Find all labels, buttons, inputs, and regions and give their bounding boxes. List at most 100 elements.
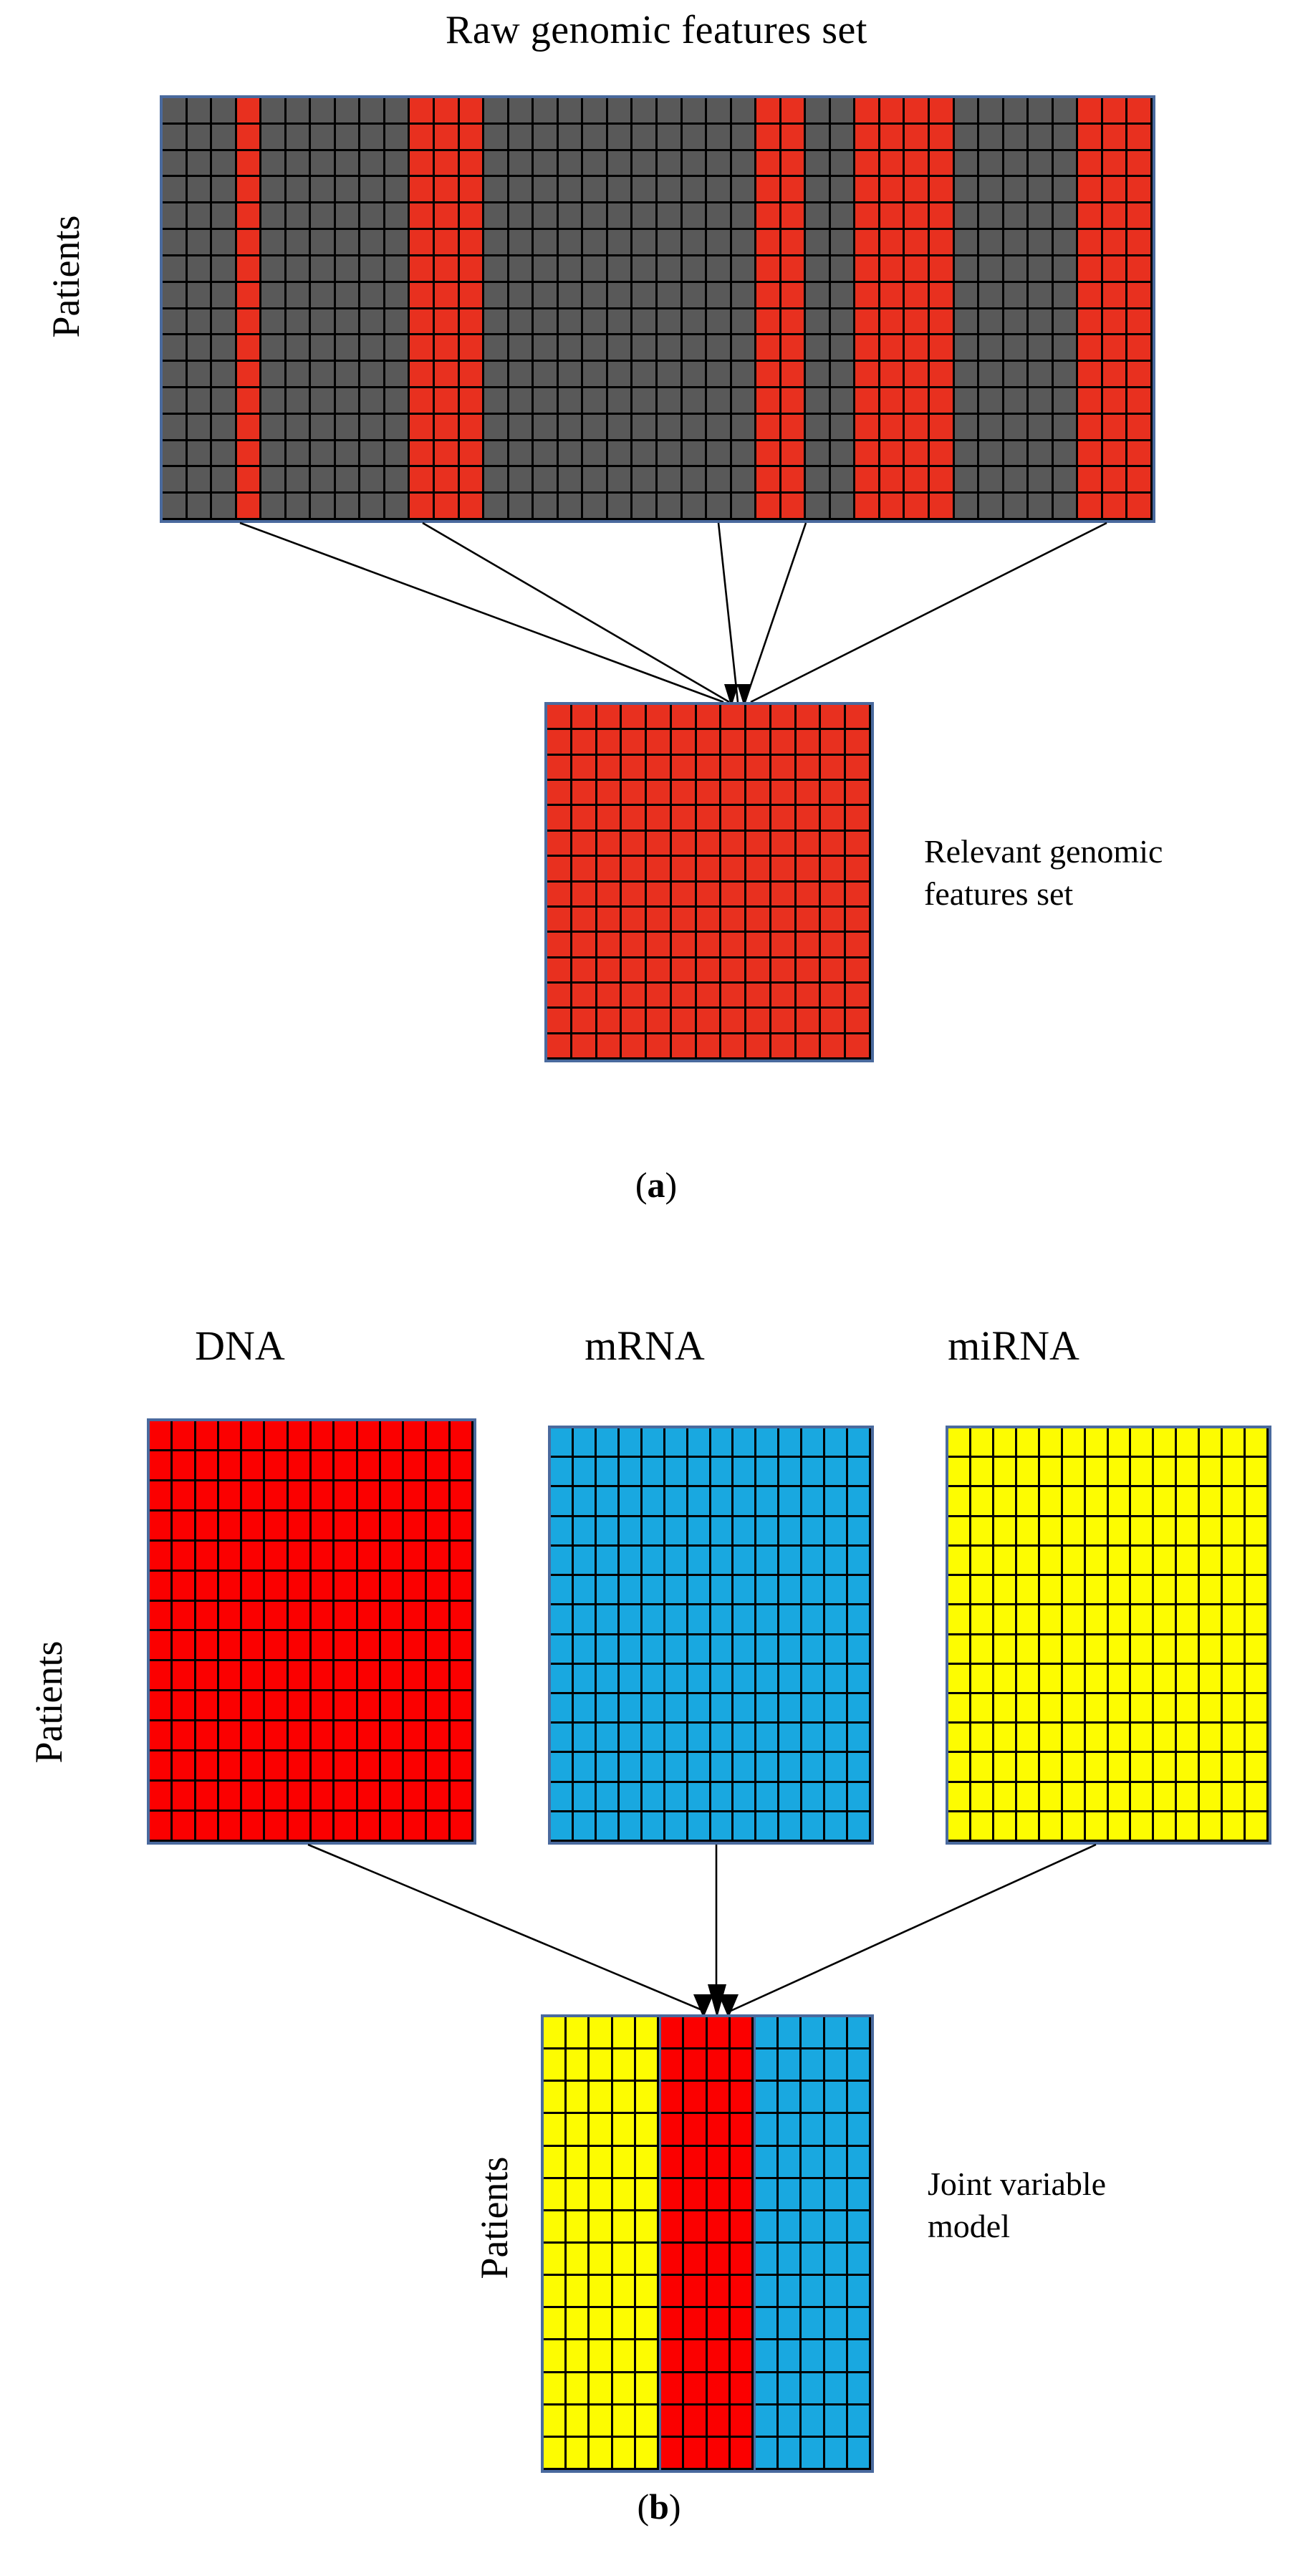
matrix-cell: [746, 755, 771, 782]
matrix-cell: [534, 441, 559, 468]
matrix-cell: [1154, 1546, 1178, 1577]
matrix-cell: [335, 1421, 358, 1451]
matrix-cell: [1029, 177, 1054, 204]
matrix-cell: [779, 1782, 803, 1812]
matrix-cell: [657, 256, 683, 283]
matrix-cell: [534, 203, 559, 231]
matrix-cell: [288, 1451, 312, 1481]
matrix-cell: [665, 1782, 688, 1812]
matrix-cell: [682, 282, 708, 309]
matrix-cell: [622, 983, 648, 1009]
matrix-cell: [721, 907, 747, 933]
matrix-cell: [971, 1576, 994, 1606]
matrix-cell: [1053, 414, 1079, 441]
matrix-cell: [1223, 1487, 1246, 1517]
matrix-cell: [954, 256, 980, 283]
matrix-cell: [311, 1661, 335, 1692]
matrix-cell: [286, 467, 312, 494]
matrix-cell: [855, 494, 880, 520]
matrix-cell: [1004, 98, 1029, 125]
matrix-cell: [236, 282, 262, 309]
matrix-cell: [994, 1693, 1017, 1724]
matrix-cell: [734, 1458, 757, 1488]
matrix-cell: [756, 230, 781, 256]
matrix-cell: [607, 150, 633, 178]
matrix-cell: [1102, 362, 1128, 388]
matrix-cell: [1200, 1664, 1223, 1694]
matrix-cell: [218, 1812, 243, 1842]
matrix-cell: [335, 388, 361, 415]
matrix-cell: [657, 441, 683, 468]
matrix-cell: [657, 282, 683, 309]
matrix-cell: [830, 441, 856, 468]
matrix-cell: [731, 441, 757, 468]
matrix-cell: [1029, 362, 1054, 388]
matrix-cell: [261, 256, 287, 283]
matrix-cell: [661, 2146, 685, 2179]
matrix-cell: [905, 282, 930, 309]
matrix-cell: [756, 1458, 780, 1488]
matrix-cell: [596, 1753, 620, 1783]
matrix-cell: [360, 230, 385, 256]
matrix-cell: [802, 1782, 826, 1812]
matrix-cell: [821, 1034, 847, 1059]
matrix-cell: [721, 806, 747, 832]
matrix-cell: [619, 1724, 643, 1754]
matrix-cell: [721, 781, 747, 807]
matrix-cell: [855, 124, 880, 151]
matrix-cell: [1039, 1487, 1063, 1517]
matrix-cell: [880, 256, 905, 283]
matrix-cell: [196, 1721, 219, 1752]
matrix-cell: [771, 1009, 797, 1034]
matrix-cell: [848, 1546, 871, 1577]
matrix-cell: [212, 203, 237, 231]
matrix-cell: [435, 441, 460, 468]
matrix-cell: [1200, 1782, 1223, 1812]
matrix-cell: [212, 494, 237, 520]
matrix-cell: [459, 203, 485, 231]
matrix-cell: [734, 1487, 757, 1517]
matrix-cell: [1029, 309, 1054, 336]
matrix-cell: [596, 1724, 620, 1754]
matrix-cell: [779, 2405, 802, 2438]
matrix-cell: [671, 705, 697, 731]
matrix-cell: [756, 1693, 780, 1724]
matrix-cell: [404, 1511, 428, 1542]
matrix-cell: [335, 1751, 358, 1782]
matrix-cell: [684, 2146, 708, 2179]
matrix-cell: [905, 441, 930, 468]
matrix-cell: [824, 2405, 848, 2438]
matrix-cell: [380, 1421, 405, 1451]
matrix-cell: [930, 150, 955, 178]
matrix-cell: [404, 1812, 428, 1842]
matrix-cell: [551, 1693, 574, 1724]
matrix-cell: [635, 2146, 660, 2179]
matrix-cell: [721, 705, 747, 731]
matrix-cell: [847, 2211, 872, 2244]
matrix-cell: [196, 1541, 219, 1572]
matrix-cell: [612, 2049, 636, 2082]
matrix-cell: [905, 388, 930, 415]
matrix-cell: [335, 150, 361, 178]
matrix-cell: [755, 2146, 779, 2179]
matrix-cell: [380, 1691, 405, 1722]
matrix-cell: [848, 1724, 871, 1754]
matrix-cell: [1039, 1546, 1063, 1577]
matrix-cell: [633, 388, 658, 415]
matrix-cell: [688, 1546, 711, 1577]
matrix-cell: [954, 230, 980, 256]
matrix-cell: [711, 1724, 734, 1754]
matrix-cell: [404, 1541, 428, 1572]
matrix-cell: [1053, 362, 1079, 388]
matrix-cell: [1062, 1458, 1086, 1488]
matrix-cell: [806, 441, 831, 468]
matrix-cell: [1154, 1782, 1178, 1812]
matrix-cell: [427, 1691, 451, 1722]
matrix-cell: [590, 2308, 613, 2341]
matrix-cell: [1016, 1664, 1040, 1694]
matrix-cell: [1131, 1546, 1155, 1577]
matrix-cell: [1127, 494, 1153, 520]
matrix-cell: [435, 335, 460, 362]
matrix-cell: [558, 150, 584, 178]
matrix-cell: [357, 1631, 381, 1662]
